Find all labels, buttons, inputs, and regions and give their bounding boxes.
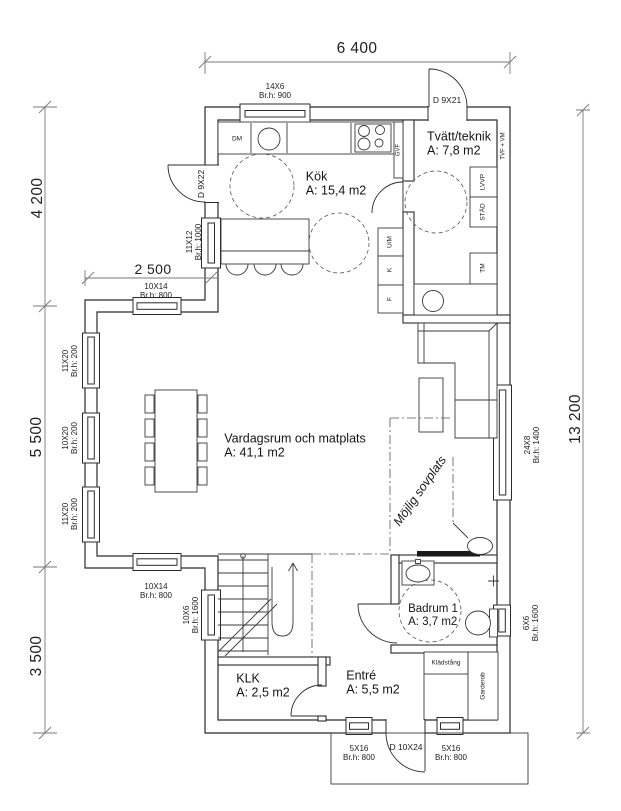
porch [330, 732, 529, 785]
window-sill: Br.h: 200 [70, 344, 79, 378]
oven-micro-label: U/M [386, 236, 394, 248]
window-label-11x12: 11X12 Br.h: 1000 [185, 224, 203, 260]
window-label-5x16-left: 5X16 Br.h: 800 [343, 744, 375, 762]
dim-label-left-mid: 5 500 [28, 416, 46, 458]
room-area: A: 15,4 m2 [305, 184, 367, 198]
room-name: Tvätt/teknik [427, 129, 491, 144]
window-size: 5X16 [441, 743, 461, 753]
room-name: Entré [346, 668, 377, 683]
window-size: 11X20 [60, 349, 70, 373]
door-openings [203, 105, 468, 735]
window-label-14x6: 14X6 Br.h: 900 [259, 82, 291, 100]
door-label-9x21: D 9X21 [432, 95, 462, 106]
window-size: 10X14 [144, 581, 168, 591]
bathroom-fixtures [401, 522, 499, 638]
window-sill: Br.h: 800 [139, 291, 173, 300]
room-name: Badrum 1 [408, 602, 458, 615]
room-label-kok: Kök A: 15,4 m2 [306, 170, 366, 199]
laundry-fixtures [413, 166, 498, 316]
window-size: 10X20 [60, 426, 70, 450]
room-name: Vardagsrum och matplats [224, 431, 366, 446]
dim-label-left-upper: 4 200 [29, 177, 47, 219]
window-size: 14X6 [265, 81, 285, 91]
freezer-label: F [386, 297, 394, 301]
closet-fixtures [423, 651, 499, 721]
dim-label-extension: 2 500 [134, 260, 172, 277]
window-size: 11X20 [60, 502, 70, 526]
fridge-label: K [386, 267, 394, 273]
garderob-label: Garderob [479, 672, 487, 700]
tvf-vm-label: TVF + VM [500, 132, 507, 160]
window-size: 24X8 [522, 435, 532, 455]
kitchen-fixtures [217, 121, 404, 314]
window-sill: Br.h: 900 [258, 91, 292, 100]
washer-label: TM [479, 263, 487, 273]
window-label-11x20-a: 11X20 Br.h: 200 [61, 345, 79, 377]
turning-circles [229, 153, 468, 643]
room-area: A: 3,7 m2 [408, 616, 458, 628]
room-label-badrum: Badrum 1 A: 3,7 m2 [408, 603, 458, 629]
window-sill: Br.h: 800 [139, 591, 173, 600]
room-area: A: 7,8 m2 [427, 144, 481, 158]
window-sill: Br.h: 800 [434, 753, 468, 762]
window-label-10x20: 10X20 Br.h: 200 [61, 422, 79, 454]
door-label-10x24: D 10X24 [389, 742, 423, 753]
window-label-24x8: 24X8 Br.h: 1400 [523, 427, 541, 463]
window-size: 5X16 [349, 743, 369, 753]
window-label-10x14-top: 10X14 Br.h: 800 [140, 282, 172, 300]
room-label-klk: KLK A: 2,5 m2 [236, 672, 290, 701]
room-label-tvatt-teknik: Tvätt/teknik A: 7,8 m2 [427, 130, 491, 159]
window-size: 11X12 [184, 230, 194, 254]
room-label-entre: Entré A: 5,5 m2 [346, 669, 400, 698]
dim-label-left-lower: 3 500 [28, 635, 46, 677]
window-sill: Br.h: 1000 [194, 223, 203, 261]
stad-label: STÄD [479, 203, 487, 221]
stairs [218, 553, 312, 657]
windows [82, 103, 512, 735]
window-label-6x6: 6X6 Br.h: 1600 [522, 605, 540, 641]
window-sill: Br.h: 200 [70, 497, 79, 531]
dishwasher-label: DM [231, 135, 243, 143]
window-size: 10X14 [144, 281, 168, 291]
kladstang-label: Klädstång [431, 659, 461, 667]
dim-label-right: 13 200 [567, 394, 585, 444]
window-sill: Br.h: 1600 [191, 596, 200, 634]
window-sill: Br.h: 1400 [532, 426, 541, 464]
window-size: 10X6 [181, 605, 191, 625]
room-area: A: 2,5 m2 [236, 686, 290, 700]
window-label-5x16-right: 5X16 Br.h: 800 [435, 744, 467, 762]
window-label-10x6: 10X6 Br.h: 1600 [182, 597, 200, 633]
lvvp-label: LVVP [479, 173, 487, 191]
door-label-9x22: D 9X22 [196, 169, 207, 199]
window-label-11x20-b: 11X20 Br.h: 200 [61, 498, 79, 530]
window-label-10x14-bottom: 10X14 Br.h: 800 [140, 582, 172, 600]
window-sill: Br.h: 800 [342, 753, 376, 762]
room-label-vardagsrum: Vardagsrum och matplats A: 41,1 m2 [224, 432, 366, 461]
window-sill: Br.h: 200 [70, 421, 79, 455]
dim-label-top: 6 400 [336, 40, 378, 58]
room-area: A: 41,1 m2 [224, 446, 285, 460]
window-sill: Br.h: 1600 [531, 604, 540, 642]
dimension-lines [33, 52, 590, 740]
room-area: A: 5,5 m2 [346, 683, 400, 697]
living-furniture [144, 322, 498, 493]
room-name: KLK [236, 671, 260, 686]
door-swings [167, 68, 468, 773]
room-name: Kök [305, 169, 328, 184]
gvf-label: GVF [395, 143, 402, 157]
window-size: 6X6 [521, 615, 531, 631]
